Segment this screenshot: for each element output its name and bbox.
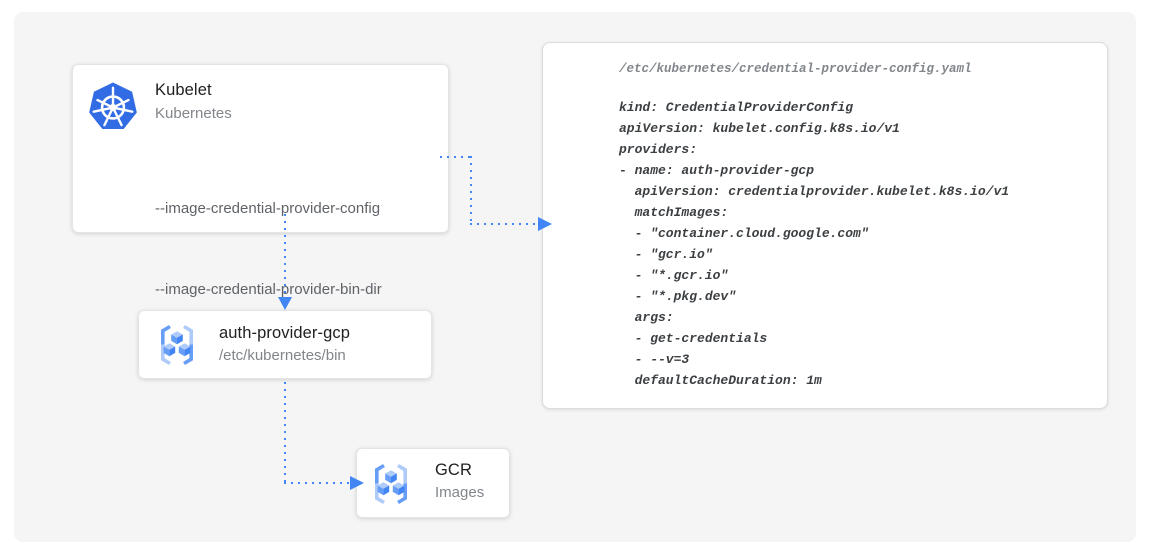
connector-kubelet-to-config-segment: [470, 223, 538, 225]
code-line: providers:: [619, 142, 698, 157]
kubelet-flag-config: --image-credential-provider-config: [155, 200, 381, 217]
node-auth-provider-gcp: auth-provider-gcp /etc/kubernetes/bin: [138, 310, 432, 379]
code-line: - get-credentials: [619, 331, 768, 346]
arrowhead-into-gcr: [350, 476, 364, 490]
gcr-icon: [161, 324, 194, 366]
kubelet-flags: --image-credential-provider-config --ima…: [155, 141, 382, 357]
credential-provider-config-panel: /etc/kubernetes/credential-provider-conf…: [542, 42, 1108, 409]
connector-auth-provider-to-gcr-segment: [284, 382, 286, 483]
connector-kubelet-to-config-segment: [470, 156, 472, 224]
code-line: apiVersion: credentialprovider.kubelet.k…: [619, 184, 1010, 199]
code-line: args:: [619, 310, 674, 325]
code-filename: /etc/kubernetes/credential-provider-conf…: [619, 62, 972, 76]
kubelet-flag-bin-dir: --image-credential-provider-bin-dir: [155, 281, 382, 298]
code-line: - "gcr.io": [619, 247, 713, 262]
kubernetes-icon: [89, 82, 137, 130]
auth-provider-title: auth-provider-gcp: [219, 324, 351, 342]
arrowhead-into-auth-provider: [278, 297, 292, 310]
gcr-icon: [375, 463, 408, 505]
kubelet-title: Kubelet: [155, 81, 212, 99]
auth-provider-subtitle: /etc/kubernetes/bin: [219, 347, 346, 364]
code-line: apiVersion: kubelet.config.k8s.io/v1: [619, 121, 900, 136]
code-line: - "*.pkg.dev": [619, 289, 737, 304]
code-line: matchImages:: [619, 205, 729, 220]
node-gcr: GCR Images: [356, 448, 510, 518]
connector-auth-provider-to-gcr-segment: [284, 482, 350, 484]
kubelet-subtitle: Kubernetes: [155, 105, 232, 122]
code-body: kind: CredentialProviderConfig apiVersio…: [619, 97, 1009, 391]
node-kubelet: Kubelet Kubernetes --image-credential-pr…: [72, 64, 449, 298]
arrowhead-into-config-panel: [538, 217, 552, 231]
code-line: defaultCacheDuration: 1m: [619, 373, 822, 388]
code-line: - --v=3: [619, 352, 690, 367]
connector-kubelet-to-auth-provider: [284, 214, 286, 298]
code-line: - "container.cloud.google.com": [619, 226, 869, 241]
gcr-title: GCR: [435, 461, 472, 479]
gcr-subtitle: Images: [435, 484, 485, 501]
connector-kubelet-to-config-segment: [440, 156, 472, 158]
code-line: - "*.gcr.io": [619, 268, 729, 283]
code-line: - name: auth-provider-gcp: [619, 163, 815, 178]
code-line: kind: CredentialProviderConfig: [619, 100, 854, 115]
